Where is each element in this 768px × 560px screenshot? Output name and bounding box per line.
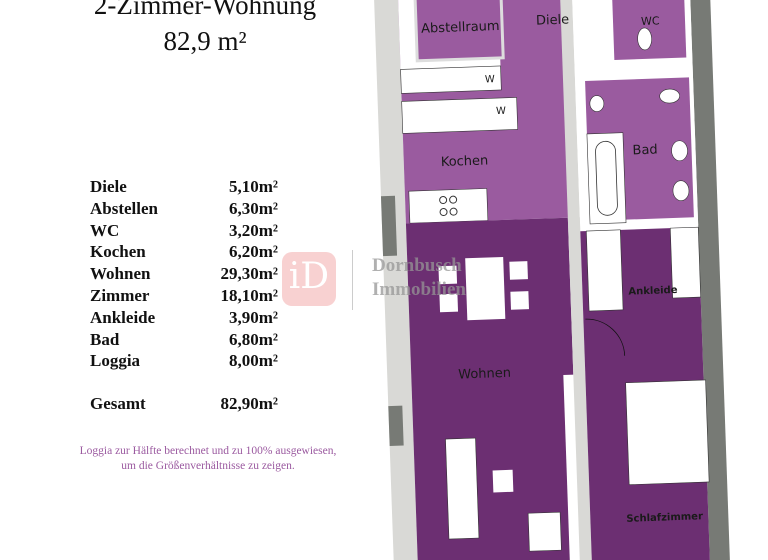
area-row: Ankleide 3,90m² — [90, 307, 278, 329]
area-row: Abstellen 6,30m² — [90, 198, 278, 220]
label-washer: W — [496, 106, 506, 117]
stove-burner-icon — [439, 208, 448, 217]
chair — [439, 293, 459, 313]
total-label: Gesamt — [90, 394, 146, 414]
kitchen-counter-top — [401, 97, 519, 134]
wardrobe — [669, 226, 701, 299]
room-area: 6,20m² — [228, 242, 278, 262]
inner-wall — [559, 0, 581, 230]
room-abstellraum — [413, 0, 505, 63]
label-diele: Diele — [536, 13, 570, 29]
label-bad: Bad — [632, 143, 658, 159]
area-table: Diele 5,10m² Abstellen 6,30m² WC 3,20m² Koc… — [90, 176, 278, 415]
room-area: 3,20m² — [228, 220, 278, 240]
room-name: Diele — [90, 177, 127, 196]
sink-icon — [672, 180, 690, 202]
room-wc — [611, 0, 687, 60]
room-area: 3,90m² — [228, 307, 278, 327]
label-kochen: Kochen — [441, 153, 489, 170]
washer-cabinet — [400, 65, 502, 94]
room-name: Kochen — [90, 242, 146, 262]
label-ankleide: Ankleide — [628, 285, 678, 298]
room-area: 8,00m² — [228, 351, 278, 371]
area-row: WC 3,20m² — [90, 220, 278, 242]
area-row: Zimmer 18,10m² — [90, 285, 278, 307]
stove-burner-icon — [449, 195, 458, 204]
door-swing-icon — [585, 318, 626, 356]
side-table — [492, 469, 514, 493]
room-area: 5,10m² — [228, 177, 278, 196]
watermark-text: Dornbusch Immobilien — [372, 254, 466, 302]
room-name: Bad — [90, 329, 120, 349]
kitchen-counter-bottom — [408, 188, 489, 224]
label-abstellraum: Abstellraum — [421, 19, 500, 37]
outer-wall-right — [689, 0, 731, 560]
total-size: 82,9 m² — [163, 26, 247, 56]
room-area: 29,30m² — [220, 264, 278, 284]
wall-segment — [388, 405, 404, 447]
wall-segment — [380, 195, 398, 257]
chair — [438, 265, 458, 285]
sink-icon — [589, 95, 605, 112]
loggia-note: Loggia zur Hälfte berechnet und zu 100% … — [79, 445, 337, 472]
bathtub-basin — [595, 140, 618, 216]
room-name: Abstellen — [90, 198, 158, 218]
toilet-icon — [659, 88, 680, 104]
watermark-divider — [352, 250, 353, 310]
label-washer: W — [485, 74, 495, 85]
outer-wall-left — [373, 0, 419, 560]
area-row: Loggia 8,00m² — [90, 350, 278, 372]
area-row: Diele 5,10m² — [90, 176, 278, 198]
toilet-icon — [637, 27, 652, 51]
room-area: 18,10m² — [220, 285, 278, 305]
watermark-logo: iD — [282, 252, 336, 306]
dining-table — [465, 256, 506, 321]
watermark-line1: Dornbusch — [372, 255, 462, 276]
room-name: Wohnen — [90, 264, 151, 284]
bed — [625, 379, 710, 486]
stove-burner-icon — [439, 196, 448, 205]
sofa — [445, 437, 480, 540]
wardrobe — [585, 229, 624, 312]
room-name: Ankleide — [90, 307, 156, 327]
chair — [510, 291, 529, 310]
watermark-line2: Immobilien — [372, 279, 466, 300]
area-row: Wohnen 29,30m² — [90, 263, 278, 285]
inner-wall — [567, 217, 593, 560]
page-title: 2-Zimmer-Wohnung — [93, 0, 317, 20]
room-name: Loggia — [90, 351, 141, 371]
area-row: Bad 6,80m² — [90, 329, 278, 351]
logo-mark: iD — [288, 256, 330, 297]
armchair — [527, 511, 562, 552]
room-name: WC — [90, 220, 120, 240]
room-area: 6,80m² — [228, 329, 278, 349]
sink-icon — [671, 140, 688, 162]
total-area: 82,90m² — [220, 394, 278, 414]
label-schlafzimmer: Schlafzimmer — [626, 511, 703, 525]
room-area: 6,30m² — [228, 198, 278, 218]
chair — [509, 261, 528, 280]
area-row: Kochen 6,20m² — [90, 241, 278, 263]
label-wc: WC — [641, 14, 660, 28]
total-row: Gesamt 82,90m² — [90, 393, 278, 415]
bathtub — [586, 132, 627, 225]
room-name: Zimmer — [90, 285, 150, 305]
label-wohnen: Wohnen — [458, 366, 511, 383]
stove-burner-icon — [449, 207, 458, 216]
